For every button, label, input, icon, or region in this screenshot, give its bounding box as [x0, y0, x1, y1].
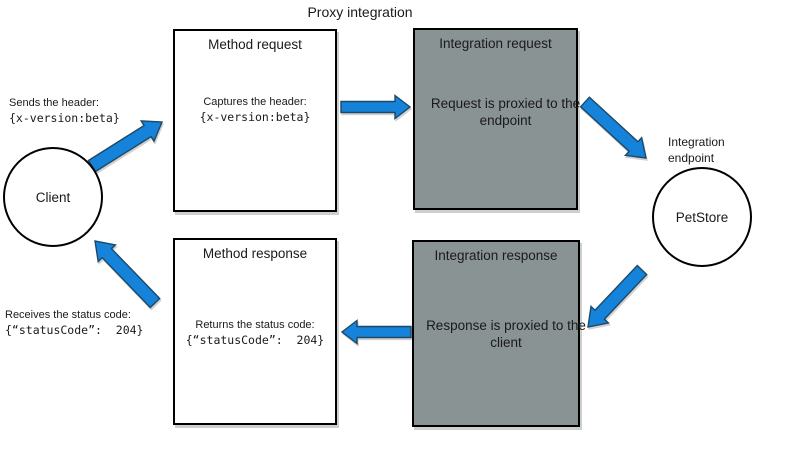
integration-response-body: Response is proxied to the client — [426, 318, 586, 350]
integration-endpoint-caption: Integration endpoint — [668, 135, 725, 165]
integration-response-title: Integration response — [434, 248, 558, 263]
method-response-title: Method response — [202, 246, 308, 261]
arrow-client-to-method-request — [87, 120, 164, 173]
client-node: Client — [3, 147, 103, 247]
method-request-box: Method request Captures the header: {x-v… — [173, 29, 337, 212]
method-response-body: Returns the status code: {“statusCode”: … — [175, 319, 335, 348]
integration-response-box: Integration response Response is proxied… — [412, 240, 586, 427]
method-response-caption: Returns the status code: — [195, 319, 315, 331]
endpoint-label: PetStore — [675, 209, 729, 225]
endpoint-node: PetStore — [652, 167, 752, 267]
method-response-code: {“statusCode”: 204} — [185, 332, 325, 347]
integration-request-box: Integration request Request is proxied t… — [413, 28, 580, 210]
client-send-caption: Sends the header: — [9, 97, 99, 109]
method-response-box: Method response Returns the status code:… — [173, 238, 337, 425]
client-receive-note: Receives the status code: {“statusCode”:… — [5, 309, 175, 338]
method-request-body: Captures the header: {x-version:beta} — [175, 96, 335, 125]
client-receive-code: {“statusCode”: 204} — [5, 322, 144, 337]
arrow-method-request-to-integration-request — [340, 94, 412, 120]
arrow-method-response-to-client — [94, 240, 161, 309]
arrow-integration-response-to-method-response — [340, 319, 412, 345]
client-send-note: Sends the header: {x-version:beta} — [9, 97, 169, 126]
integration-request-body: Request is proxied to the endpoint — [430, 96, 581, 128]
client-receive-caption: Receives the status code: — [5, 309, 131, 321]
method-request-caption: Captures the header: — [203, 96, 307, 108]
integration-request-title: Integration request — [439, 36, 552, 51]
client-label: Client — [35, 189, 71, 205]
diagram-title: Proxy integration — [307, 4, 413, 20]
method-request-code: {x-version:beta} — [199, 109, 311, 124]
client-send-code: {x-version:beta} — [9, 110, 120, 125]
method-request-title: Method request — [208, 37, 302, 52]
